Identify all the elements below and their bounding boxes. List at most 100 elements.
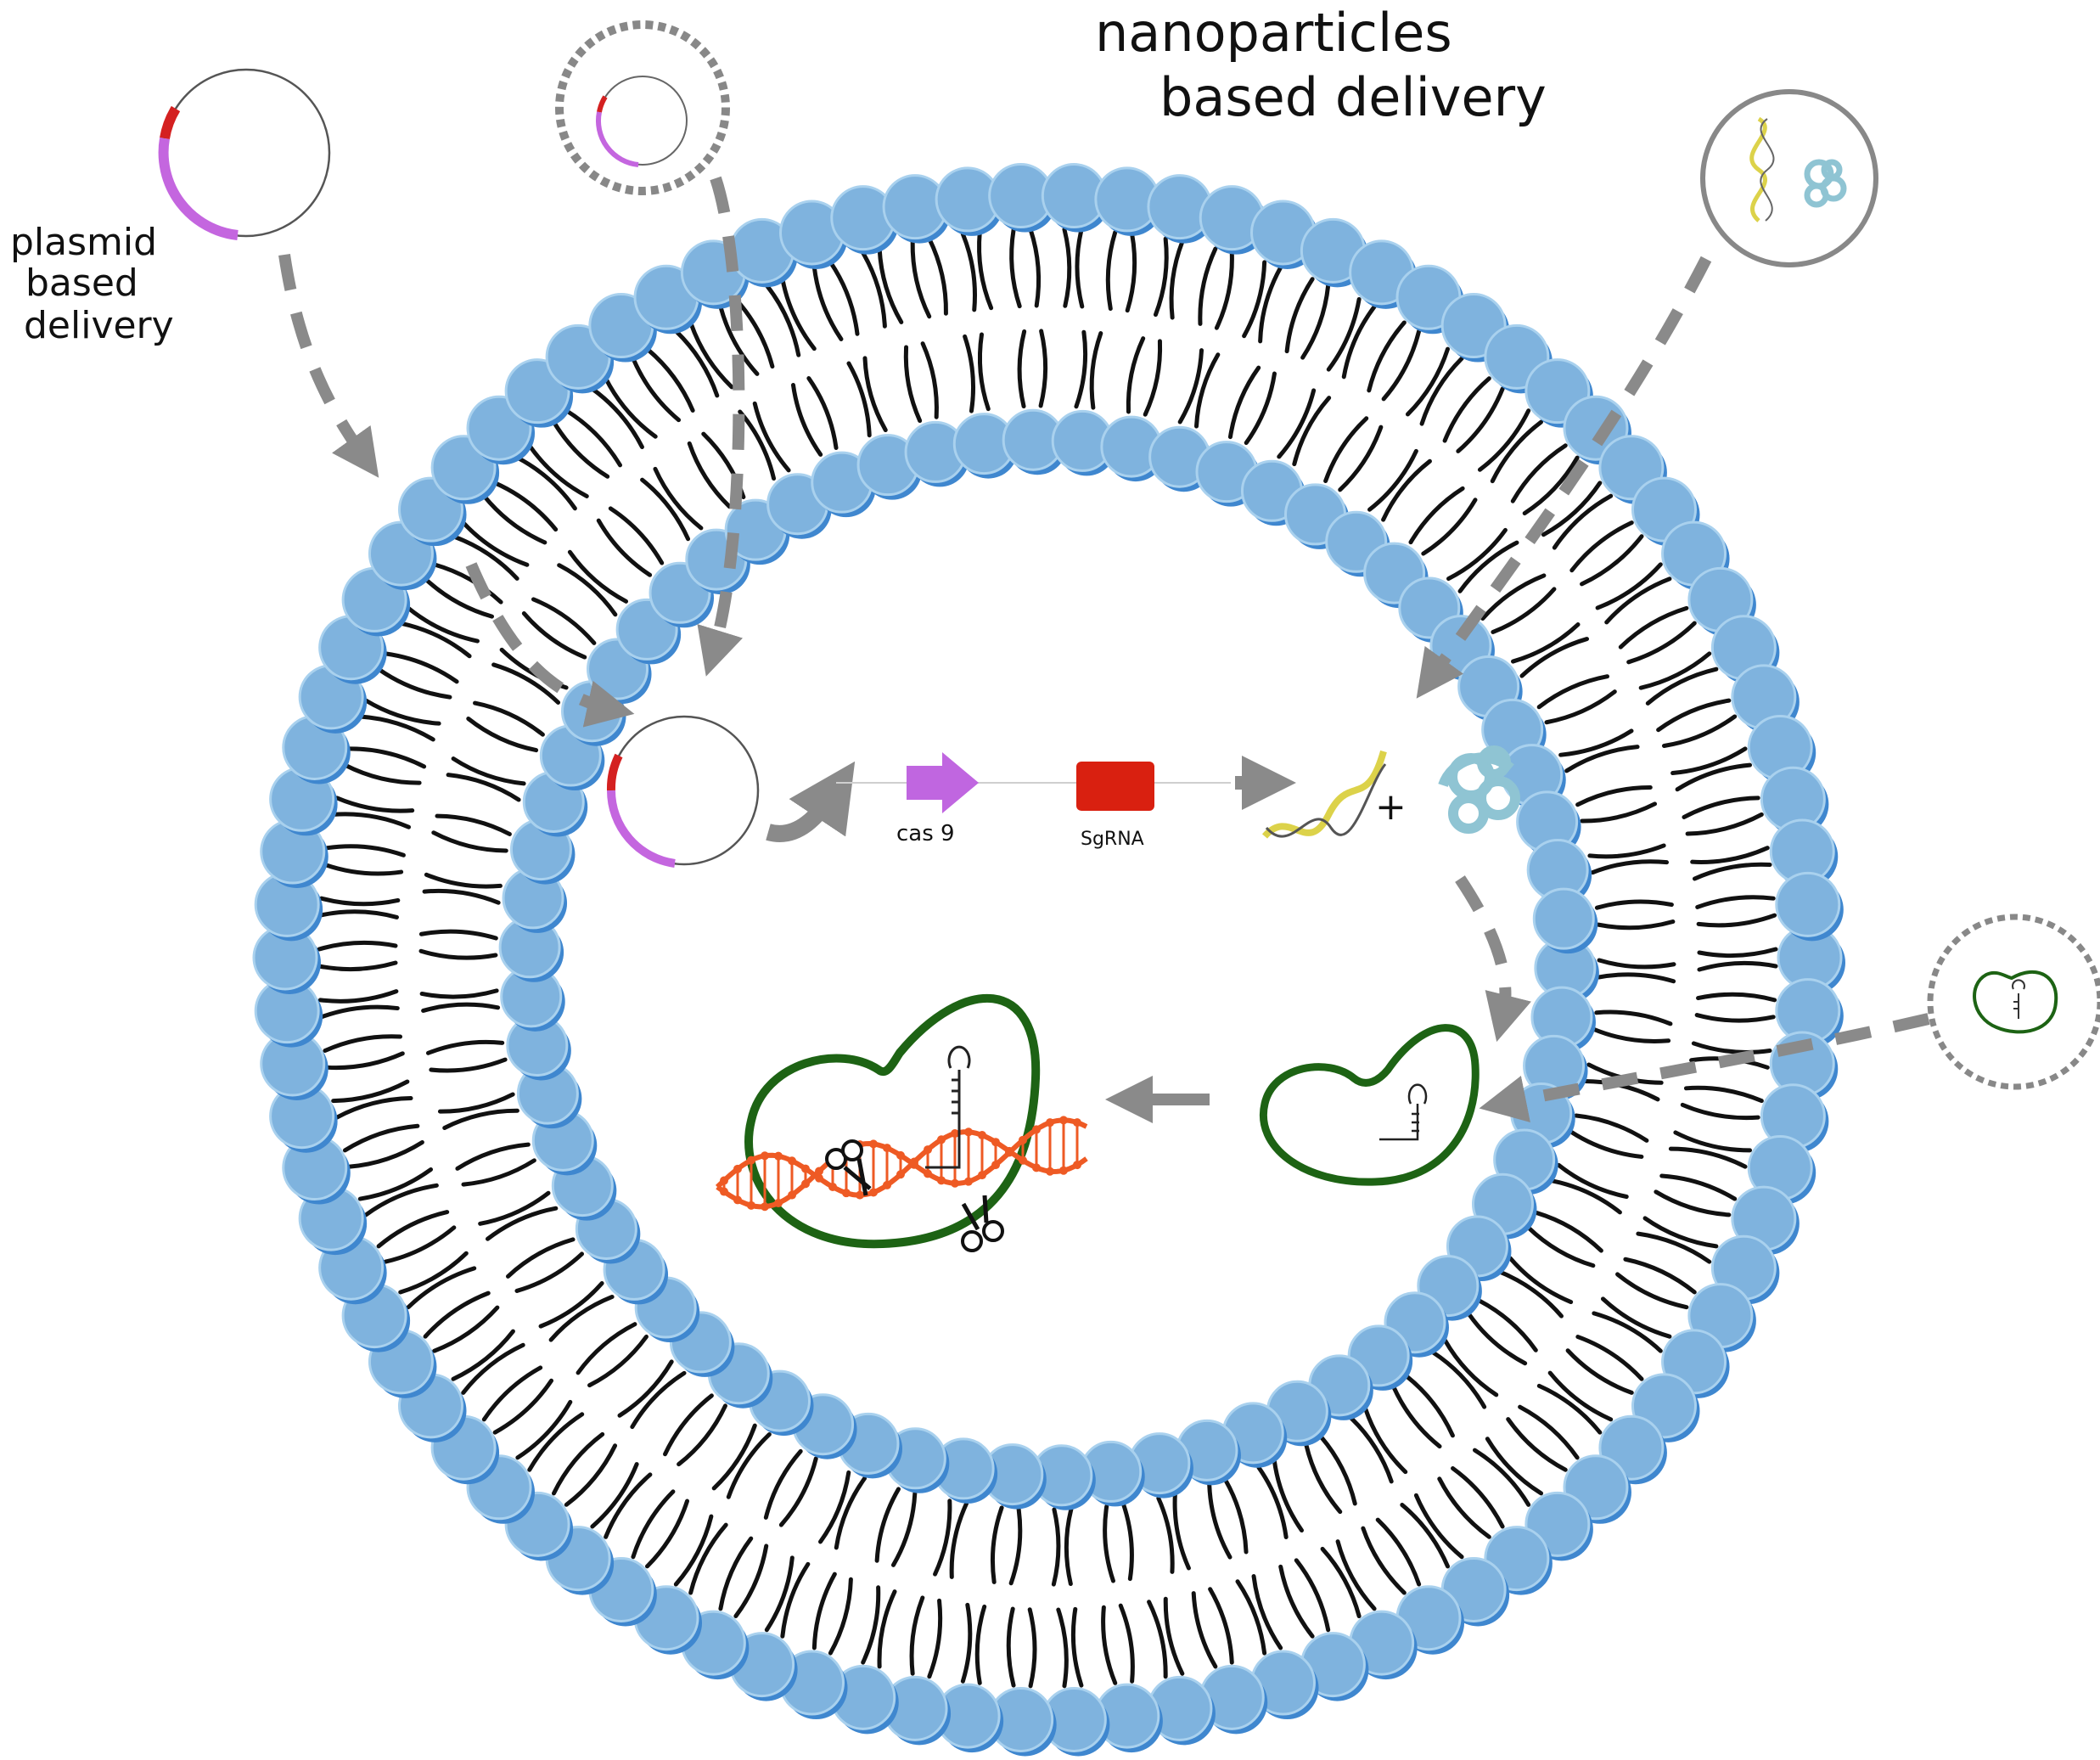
lipid-tail	[1381, 329, 1422, 402]
lipid-tail	[423, 576, 495, 619]
scissors-icon	[825, 1139, 872, 1196]
lipid-tail	[1522, 455, 1580, 516]
lipid-tail	[481, 493, 547, 545]
lipid-tail	[949, 1501, 969, 1579]
lipid-tail	[538, 1281, 604, 1329]
protein-complex-icon	[1927, 914, 2100, 1090]
lipid-tail	[764, 1555, 795, 1633]
lipid-tail	[451, 1329, 515, 1381]
lipid-tail	[1437, 1476, 1491, 1539]
lipid-tail	[1074, 329, 1088, 409]
lipid-tail	[1466, 1312, 1528, 1366]
dna-nucleotide	[747, 1201, 755, 1210]
dna-nucleotide	[964, 1177, 973, 1186]
lipid-tail	[1654, 1189, 1732, 1217]
lipid-tail	[663, 1393, 714, 1457]
lipid-tail	[834, 1476, 868, 1550]
lipid-tail	[1508, 1256, 1574, 1305]
lipid-tail	[319, 896, 401, 907]
lipid-tail	[1300, 283, 1331, 360]
lipid-tail	[323, 1034, 403, 1054]
lipid-tail	[640, 477, 691, 542]
lipid-tail	[406, 605, 480, 644]
lipid-tail	[596, 518, 653, 577]
dna-nucleotide	[1046, 1167, 1054, 1176]
lipid-tail	[1442, 376, 1491, 443]
lipid-tail	[317, 940, 398, 952]
lipid-tail	[1177, 348, 1204, 425]
lipid-tail	[1692, 862, 1772, 881]
lipid-tail	[551, 419, 610, 479]
lipid-tail	[752, 401, 791, 473]
lipid-tail	[1304, 1442, 1343, 1515]
lipid-tail	[631, 356, 682, 423]
lipid-tail	[1318, 1434, 1357, 1506]
dna-nucleotide	[991, 1138, 1000, 1147]
lipid-tail	[1208, 1587, 1234, 1665]
lipid-tail	[1207, 1482, 1232, 1560]
lipid-tail	[1604, 576, 1672, 625]
lipid-tail	[1659, 1173, 1738, 1201]
lipid-tail	[1472, 1448, 1531, 1507]
lipid-tail	[376, 666, 452, 700]
lipid-tail	[1017, 329, 1027, 409]
lipid-tail	[1618, 605, 1689, 649]
lipid-tail	[1235, 1579, 1267, 1656]
lipid-tail	[357, 714, 435, 742]
lipid-tail	[466, 717, 539, 753]
lipid-tail	[1089, 331, 1103, 410]
lipid-tail	[974, 1604, 987, 1685]
lipid-tail	[342, 762, 422, 785]
lipid-tail	[1153, 236, 1169, 318]
lipid-tail	[1227, 365, 1261, 440]
lipid-tail	[1565, 1348, 1634, 1395]
lipid-tail	[1695, 895, 1776, 909]
dna-nucleotide	[1059, 1116, 1068, 1125]
lipid-tail	[1668, 1146, 1748, 1169]
lipid-tail	[1156, 1496, 1175, 1574]
lipid-tail	[514, 1251, 585, 1293]
dna-nucleotide	[720, 1176, 728, 1185]
lipid-tail	[1526, 1225, 1596, 1268]
lipid-tail	[673, 329, 720, 398]
lipid-tail	[1006, 1606, 1016, 1688]
lipid-tail	[1594, 1009, 1673, 1026]
lipid-tail	[960, 232, 978, 312]
dna-nucleotide	[788, 1156, 796, 1166]
lipid-tail	[960, 1602, 973, 1684]
lipid-tail	[1101, 1605, 1118, 1685]
dna-nucleotide	[1046, 1118, 1054, 1127]
lipid-tail	[1323, 416, 1369, 484]
lipid-tail	[1121, 1502, 1134, 1582]
lipid-tail	[630, 1370, 687, 1430]
lipid-tail	[977, 332, 991, 412]
lipid-tail	[421, 1002, 501, 1013]
lipid-tail	[432, 562, 503, 604]
lipid-tail	[334, 1096, 413, 1120]
lipid-tail	[531, 597, 597, 645]
lipid-tail	[1597, 972, 1676, 984]
lipid-tail	[383, 1225, 457, 1264]
expression-arrow	[766, 761, 856, 842]
lipid-tail	[1456, 386, 1505, 453]
lipid-tail	[1404, 1374, 1455, 1438]
lipid-tail	[1498, 1270, 1564, 1319]
lipid-tail	[1696, 992, 1777, 1003]
lipid-tail	[604, 376, 658, 439]
lipid-tail	[1645, 666, 1719, 706]
lipid-tail	[1477, 408, 1531, 472]
lipid-tail	[481, 1365, 543, 1422]
lipid-tail	[1595, 562, 1663, 610]
lipid-tail	[1381, 458, 1432, 522]
lipid-tail	[927, 236, 948, 316]
dna-nucleotide	[1032, 1163, 1041, 1172]
lipid-tail	[828, 260, 860, 336]
lipid-tail	[1550, 1178, 1622, 1215]
lipid-tail	[406, 1266, 477, 1310]
lipid-tail	[1163, 1596, 1185, 1676]
lipid-tail	[1421, 498, 1478, 556]
lipid-tail	[424, 872, 503, 889]
mrna-entry-arrow	[1416, 256, 1712, 699]
lipid-tail	[491, 662, 561, 705]
lipid-tail	[357, 1167, 434, 1201]
